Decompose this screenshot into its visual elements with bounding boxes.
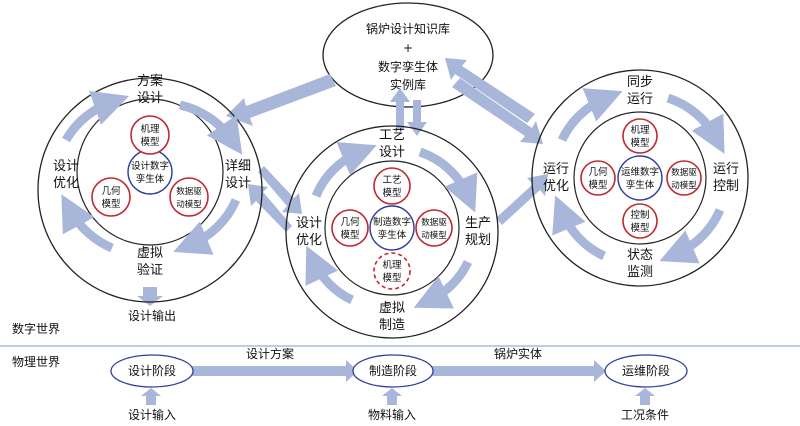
mfg-mech-l2: 模型 xyxy=(382,272,402,284)
stage-operations: 运维阶段 xyxy=(622,363,670,378)
arrow-stage2-to-stage3 xyxy=(432,360,606,382)
arrow-mfg-to-kb xyxy=(390,88,410,130)
ops-bottom-l1: 状态 xyxy=(627,248,653,263)
ops-right-l1: 运行 xyxy=(713,162,739,177)
operations-twin-cycle: 同步 运行 运行 优化 运行 控制 状态 监测 运维数字 孪生体 机理 模型 几… xyxy=(531,69,749,287)
mfg-geo-l2: 模型 xyxy=(340,229,360,241)
mfg-top-l1: 工艺 xyxy=(379,128,405,143)
design-top-l1: 方案 xyxy=(137,73,163,89)
mfg-data-l2: 动模型 xyxy=(421,230,447,241)
arrow-mfg-to-design xyxy=(248,184,292,232)
ops-center-l1: 运维数字 xyxy=(621,166,659,178)
arrow-input-conditions xyxy=(635,388,655,405)
ops-data-l1: 数据驱 xyxy=(671,167,697,178)
arrow-input-material xyxy=(382,388,402,405)
mfg-craft-l2: 模型 xyxy=(382,187,402,199)
arrow-kb-to-ops xyxy=(452,78,543,144)
flow-label-design-plan: 设计方案 xyxy=(246,346,294,361)
arrow-kb-to-design xyxy=(226,74,336,126)
mfg-right-l1: 生产 xyxy=(465,216,491,231)
ops-bottom-l2: 监测 xyxy=(627,265,653,280)
design-data-l1: 数据驱 xyxy=(176,186,202,197)
design-output-label: 设计输出 xyxy=(128,308,176,323)
flow-label-boiler-entity: 锅炉实体 xyxy=(494,346,542,361)
ops-mech-l1: 机理 xyxy=(630,124,650,136)
arrow-design-output xyxy=(137,287,163,306)
mfg-data-l1: 数据驱 xyxy=(421,217,447,228)
digital-world-label: 数字世界 xyxy=(12,321,60,336)
input-material: 物料输入 xyxy=(368,407,416,422)
ops-top-l1: 同步 xyxy=(627,75,653,90)
ops-mech-l2: 模型 xyxy=(630,137,650,149)
stage-manufacturing: 制造阶段 xyxy=(369,363,417,378)
ops-geo-l2: 模型 xyxy=(588,179,608,191)
design-mech-l1: 机理 xyxy=(140,123,160,135)
mfg-top-l2: 设计 xyxy=(379,145,405,160)
kb-line3: 数字孪生体 xyxy=(378,59,438,74)
design-top-l2: 设计 xyxy=(137,91,163,106)
design-twin-cycle: 方案 设计 设计 优化 详细 设计 虚拟 验证 设计数字 孪生体 机理 模型 几… xyxy=(37,73,263,323)
physical-world-label: 物理世界 xyxy=(12,355,60,369)
stage-design: 设计阶段 xyxy=(128,363,176,378)
ops-ctrl-l2: 模型 xyxy=(630,222,650,234)
ops-top-l2: 运行 xyxy=(627,92,653,107)
mfg-right-l2: 规划 xyxy=(465,233,491,248)
connector-arrows xyxy=(137,58,548,306)
mfg-left-l2: 优化 xyxy=(296,233,322,248)
input-conditions: 工况条件 xyxy=(621,408,669,422)
mfg-bottom-l1: 虚拟 xyxy=(379,301,405,316)
manufacturing-twin-cycle: 工艺 设计 设计 优化 生产 规划 虚拟 制造 制造数字 孪生体 工艺 模型 几… xyxy=(285,125,499,339)
ops-data-l2: 动模型 xyxy=(671,180,697,191)
design-bottom-l1: 虚拟 xyxy=(137,246,163,261)
knowledge-base: 锅炉设计知识库 + 数字孪生体 实例库 xyxy=(322,2,494,108)
ops-right-l2: 控制 xyxy=(713,179,739,194)
mfg-geo-l1: 几何 xyxy=(340,216,360,228)
ops-left-l2: 优化 xyxy=(543,179,569,194)
arrow-input-design xyxy=(141,388,161,405)
input-design: 设计输入 xyxy=(128,407,176,422)
design-center-l2: 孪生体 xyxy=(136,173,165,185)
arrow-mfg-to-ops xyxy=(496,174,548,225)
design-left-l1: 设计 xyxy=(53,159,79,174)
design-data-l2: 动模型 xyxy=(176,199,202,210)
design-geo-l2: 模型 xyxy=(101,198,121,210)
design-mech-l2: 模型 xyxy=(140,136,160,148)
arrow-kb-to-mfg xyxy=(407,100,427,136)
physical-flow: 设计方案 锅炉实体 设计阶段 制造阶段 运维阶段 设计输入 物料输入 工况条件 xyxy=(110,346,688,422)
arrow-stage1-to-stage2 xyxy=(192,360,358,382)
ops-center-l2: 孪生体 xyxy=(626,179,655,191)
arrow-ops-to-kb xyxy=(445,58,535,123)
mfg-left-l1: 设计 xyxy=(296,216,322,231)
mfg-center-l1: 制造数字 xyxy=(373,216,411,228)
design-center-l1: 设计数字 xyxy=(131,160,169,172)
kb-line1: 锅炉设计知识库 xyxy=(366,21,450,36)
mfg-craft-l1: 工艺 xyxy=(382,175,401,186)
ops-left-l1: 运行 xyxy=(543,162,569,177)
design-geo-l1: 几何 xyxy=(101,185,121,197)
kb-line2: + xyxy=(403,41,413,55)
kb-line4: 实例库 xyxy=(390,77,426,92)
design-left-l2: 优化 xyxy=(53,176,79,191)
design-right-l2: 设计 xyxy=(225,176,251,191)
mfg-bottom-l2: 制造 xyxy=(379,318,405,333)
mfg-mech-l1: 机理 xyxy=(382,259,402,271)
design-right-l1: 详细 xyxy=(225,159,251,174)
design-bottom-l2: 验证 xyxy=(137,262,163,278)
ops-ctrl-l1: 控制 xyxy=(630,209,649,221)
ops-geo-l1: 几何 xyxy=(588,166,608,178)
mfg-center-l2: 孪生体 xyxy=(378,229,407,241)
